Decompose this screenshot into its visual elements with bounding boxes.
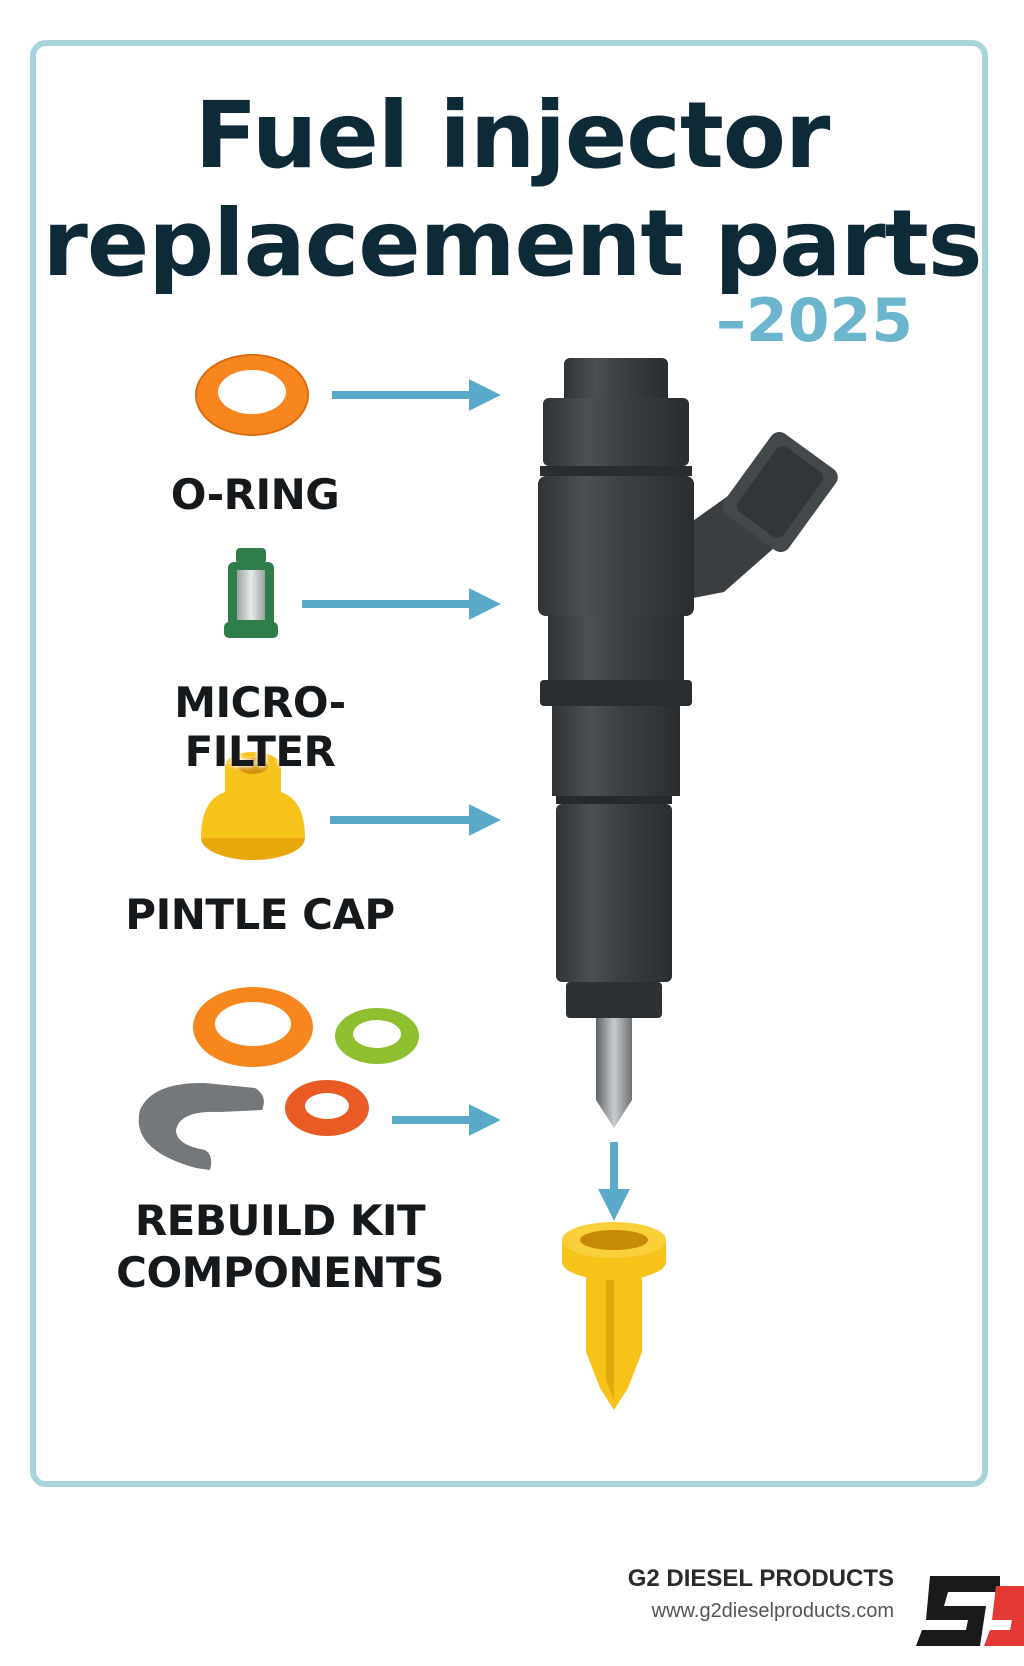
pintle-cap-icon [201,752,305,860]
g2-logo-icon [916,1576,1024,1646]
nozzle-cap-icon [562,1222,666,1410]
micro-filter-label: MICRO-FILTER [174,678,346,776]
o-ring-icon [195,354,309,436]
infographic-frame [30,40,988,1487]
pintle-cap-label: PINTLE CAP [125,890,395,939]
brand-name: G2 DIESEL PRODUCTS [627,1565,894,1592]
brand-url[interactable]: www.g2dieselproducts.com [651,1600,894,1622]
rebuild-kit-label-line-1: REBUILD KIT [134,1196,426,1245]
rebuild-kit-label-line-2: COMPONENTS [116,1248,444,1297]
title-line-2: replacement parts [42,190,983,297]
page-title: Fuel injector replacement parts [0,82,1024,298]
title-year: –2025 [716,286,913,356]
micro-filter-icon [224,548,278,638]
o-ring-label: O-RING [170,470,340,519]
fuel-injector-illustration [538,358,838,1128]
title-line-1: Fuel injector [194,82,831,189]
rebuild-kit-icon [138,987,419,1170]
